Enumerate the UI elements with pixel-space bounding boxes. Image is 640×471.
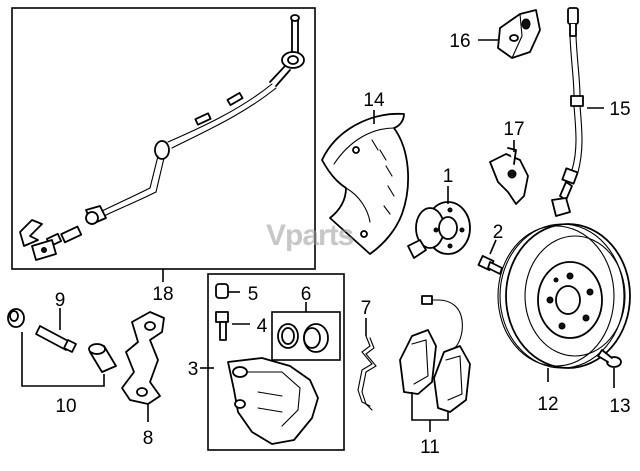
brake-rotor-12 xyxy=(497,223,631,369)
brake-pads-11 xyxy=(399,295,471,413)
wheel-hub-1 xyxy=(407,201,471,259)
callout-8: 8 xyxy=(143,428,154,449)
callout-14: 14 xyxy=(363,90,385,111)
callout-16: 16 xyxy=(449,31,470,52)
callout-4: 4 xyxy=(257,316,268,337)
callout-10: 10 xyxy=(55,396,76,417)
callout-1: 1 xyxy=(443,166,454,187)
callout-5: 5 xyxy=(248,284,259,305)
guide-pin-9 xyxy=(35,325,77,353)
bleeder-cap-5 xyxy=(215,283,229,299)
splash-shield-14 xyxy=(321,113,410,255)
callout-9: 9 xyxy=(55,290,66,311)
caliper-assembly-box xyxy=(207,273,345,451)
callout-3: 3 xyxy=(188,359,199,380)
bleeder-valve-4 xyxy=(215,311,229,341)
bracket-16 xyxy=(497,9,541,59)
guide-bushing-10 xyxy=(7,308,117,373)
callout-18: 18 xyxy=(152,284,173,305)
hose-clip-17 xyxy=(489,147,529,205)
brake-hose-15 xyxy=(551,7,584,217)
callout-13: 13 xyxy=(609,396,630,417)
rotor-screw-13 xyxy=(597,349,622,368)
callout-2: 2 xyxy=(493,222,504,243)
wear-sensor-harness xyxy=(19,14,305,261)
callout-17: 17 xyxy=(503,119,524,140)
hub-bolt-2 xyxy=(477,255,503,275)
spring-clip-7 xyxy=(357,335,377,411)
piston-seal-6 xyxy=(277,323,329,353)
callout-7: 7 xyxy=(361,298,372,319)
callout-11: 11 xyxy=(420,437,440,458)
callout-6: 6 xyxy=(301,284,312,305)
callout-12: 12 xyxy=(537,394,558,415)
caliper-3 xyxy=(227,357,319,445)
caliper-bracket-8 xyxy=(121,311,165,405)
watermark: Vparts xyxy=(266,219,354,252)
callout-15: 15 xyxy=(609,99,630,120)
